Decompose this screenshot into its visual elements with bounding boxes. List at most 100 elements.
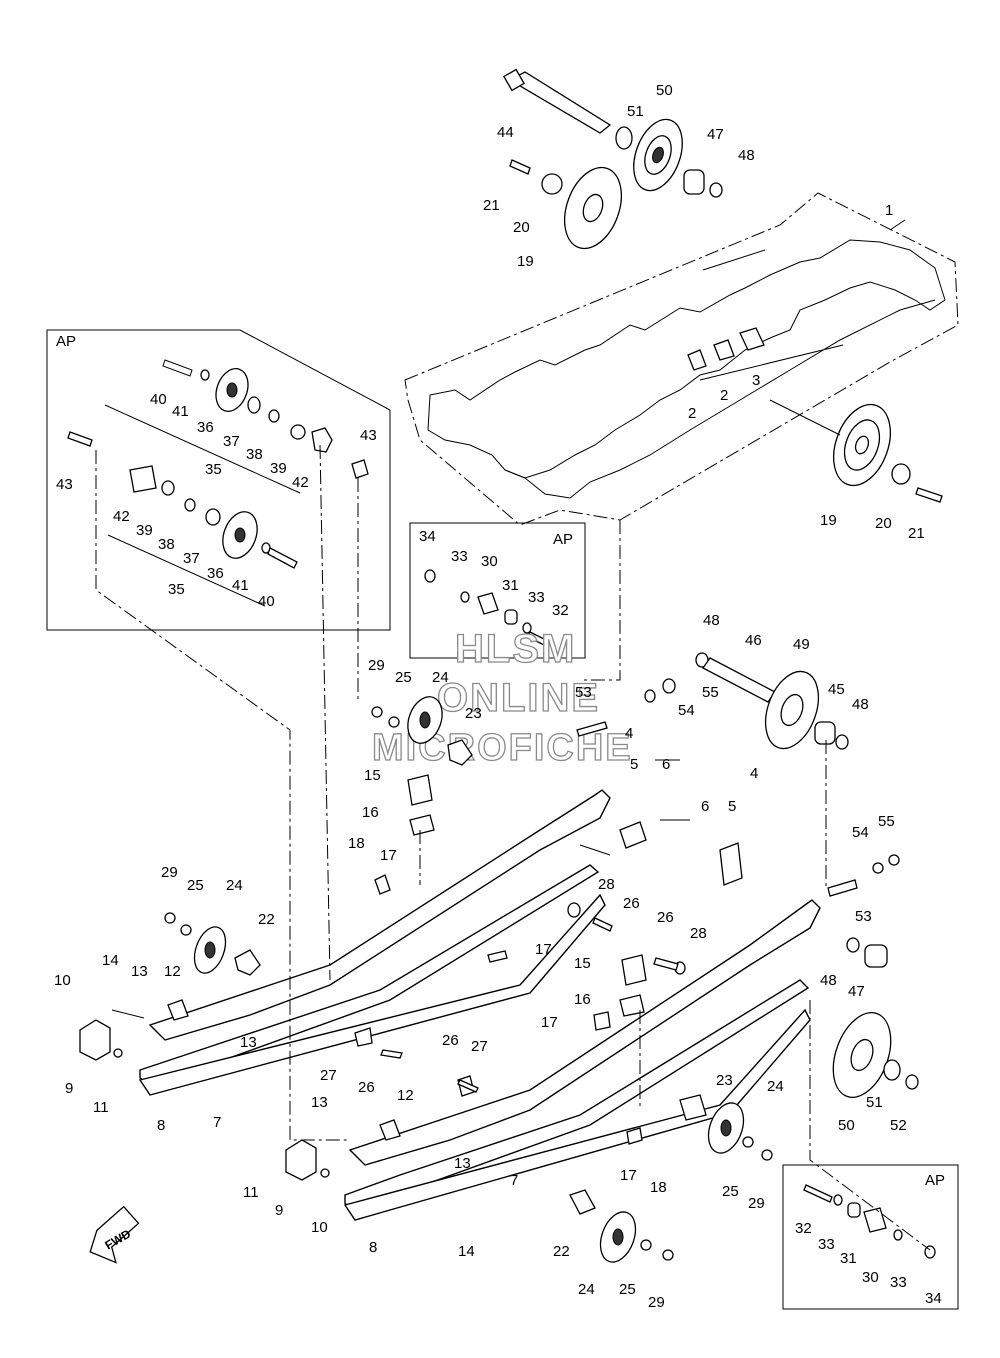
callout-c3: 3 [752, 372, 760, 389]
callout-c27b: 27 [471, 1038, 488, 1055]
callout-c53b: 53 [855, 908, 872, 925]
inset-label-middle: AP [553, 531, 573, 548]
callout-i37b: 37 [183, 550, 200, 567]
callout-i35b: 35 [168, 581, 185, 598]
callout-c13a: 13 [131, 963, 148, 980]
callout-c47b: 47 [848, 983, 865, 1000]
middle-shaft-assembly [576, 652, 849, 750]
callout-b33a: 33 [818, 1236, 835, 1253]
callout-b30: 30 [862, 1269, 879, 1286]
callout-c25d: 25 [619, 1281, 636, 1298]
callout-c48b: 48 [852, 696, 869, 713]
watermark-line1: HLSM [455, 627, 576, 671]
callout-c50t: 50 [656, 82, 673, 99]
callout-i37a: 37 [223, 433, 240, 450]
callout-c54a: 54 [678, 702, 695, 719]
callout-c14b: 14 [458, 1243, 475, 1260]
callout-i42a: 42 [292, 474, 309, 491]
callout-c16a: 16 [362, 804, 379, 821]
callout-c18a: 18 [348, 835, 365, 852]
callout-c7a: 7 [213, 1114, 221, 1131]
inset-ap-middle [409, 522, 586, 659]
callout-c48c: 48 [820, 972, 837, 989]
callout-c6a: 6 [662, 756, 670, 773]
callout-c27a: 27 [320, 1067, 337, 1084]
callout-i41a: 41 [172, 403, 189, 420]
callout-c28a: 28 [598, 876, 615, 893]
callout-c12b: 12 [397, 1087, 414, 1104]
callout-c14a: 14 [102, 952, 119, 969]
callout-c11a: 11 [93, 1099, 109, 1116]
callout-c9b: 9 [275, 1202, 283, 1219]
callout-i40b: 40 [258, 593, 275, 610]
callout-c12a: 12 [164, 963, 181, 980]
callout-c24b: 24 [226, 877, 243, 894]
track-clips [687, 327, 765, 371]
callout-c13c: 13 [311, 1094, 328, 1111]
callout-c13d: 13 [454, 1155, 471, 1172]
callout-c7b: 7 [510, 1172, 518, 1189]
callout-c15b: 15 [574, 955, 591, 972]
callout-c21t: 21 [483, 197, 500, 214]
callout-i38b: 38 [158, 536, 175, 553]
track-belt [404, 192, 959, 526]
callout-c55b: 55 [878, 813, 895, 830]
callout-c26d: 26 [442, 1032, 459, 1049]
callout-c55a: 55 [702, 684, 719, 701]
callout-i42b: 42 [113, 508, 130, 525]
callout-c21r: 21 [908, 525, 925, 542]
callout-m33b: 33 [528, 589, 545, 606]
callout-c26a: 26 [623, 895, 640, 912]
callout-c46: 46 [745, 632, 762, 649]
callout-i38a: 38 [246, 446, 263, 463]
callout-c53a: 53 [575, 684, 592, 701]
callout-c54b: 54 [852, 824, 869, 841]
callout-c29c: 29 [748, 1195, 765, 1212]
right-rail [285, 854, 919, 1263]
inset-ap-bottom-right [782, 1164, 959, 1310]
callout-c1: 1 [885, 202, 893, 219]
callout-i36b: 36 [207, 565, 224, 582]
callout-b33b: 33 [890, 1274, 907, 1291]
callout-c29b: 29 [161, 864, 178, 881]
callout-m34: 34 [419, 528, 436, 545]
top-shaft-assembly [503, 68, 723, 250]
callout-i35a: 35 [205, 461, 222, 478]
callout-i43a: 43 [360, 427, 377, 444]
callout-c48t: 48 [738, 147, 755, 164]
callout-c24d: 24 [578, 1281, 595, 1298]
callout-c4b: 4 [750, 765, 758, 782]
leader-lines [95, 219, 931, 1251]
callout-c45: 45 [828, 681, 845, 698]
callout-c17a: 17 [380, 847, 397, 864]
callout-c19t: 19 [517, 253, 534, 270]
callout-c47t: 47 [707, 126, 724, 143]
callout-i39a: 39 [270, 460, 287, 477]
callout-c51t: 51 [627, 103, 644, 120]
callout-i39b: 39 [136, 522, 153, 539]
callout-c17d: 17 [620, 1167, 637, 1184]
inset-label-top-left: AP [56, 333, 76, 350]
callout-c51b: 51 [866, 1094, 883, 1111]
watermark: HLSM ONLINE MICROFICHE [371, 626, 631, 769]
fwd-arrow: FWD [89, 1205, 140, 1264]
callout-c13b: 13 [240, 1034, 257, 1051]
callout-c26c: 26 [657, 909, 674, 926]
callout-c20t: 20 [513, 219, 530, 236]
callout-c28b: 28 [690, 925, 707, 942]
rear-idler-wheel [833, 403, 943, 503]
callout-i43b: 43 [56, 476, 73, 493]
callout-c22a: 22 [258, 911, 275, 928]
callout-c23b: 23 [716, 1072, 733, 1089]
callout-m33a: 33 [451, 548, 468, 565]
callout-b32: 32 [795, 1220, 812, 1237]
watermark-line2: ONLINE [437, 676, 600, 720]
callout-c10b: 10 [311, 1219, 328, 1236]
callout-c5b: 5 [728, 798, 736, 815]
callout-c8a: 8 [157, 1117, 165, 1134]
callout-c15a: 15 [364, 767, 381, 784]
callout-c2a: 2 [688, 405, 696, 422]
callout-c22b: 22 [553, 1243, 570, 1260]
inset-ap-top-left [46, 329, 391, 631]
